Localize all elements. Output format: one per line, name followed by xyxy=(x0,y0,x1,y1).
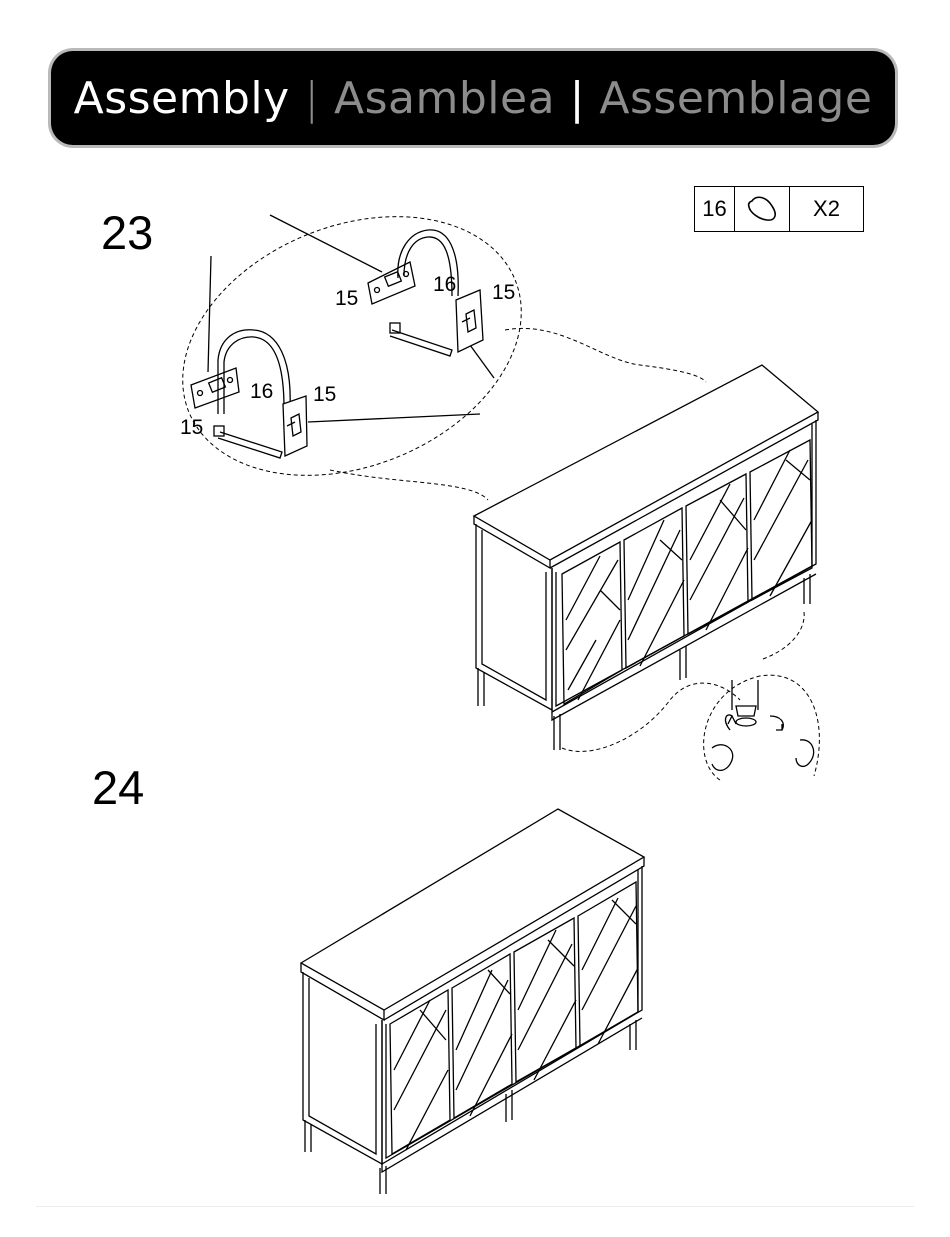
callout-upper-left-15: 15 xyxy=(335,287,358,310)
callout-upper-right-15: 15 xyxy=(492,281,515,304)
callout-lower-left-15: 15 xyxy=(180,416,203,439)
upper-anti-tip-bracket xyxy=(368,230,483,356)
callout-lower-16: 16 xyxy=(250,380,273,403)
cabinet-step-24 xyxy=(301,809,644,1194)
callout-lower-right-15: 15 xyxy=(313,383,336,406)
leveler-detail xyxy=(704,675,820,780)
callout-upper-16: 16 xyxy=(433,273,456,296)
footer-divider xyxy=(36,1206,914,1207)
detail-callout-ellipse xyxy=(144,169,560,523)
cabinet-step-23 xyxy=(474,365,818,751)
